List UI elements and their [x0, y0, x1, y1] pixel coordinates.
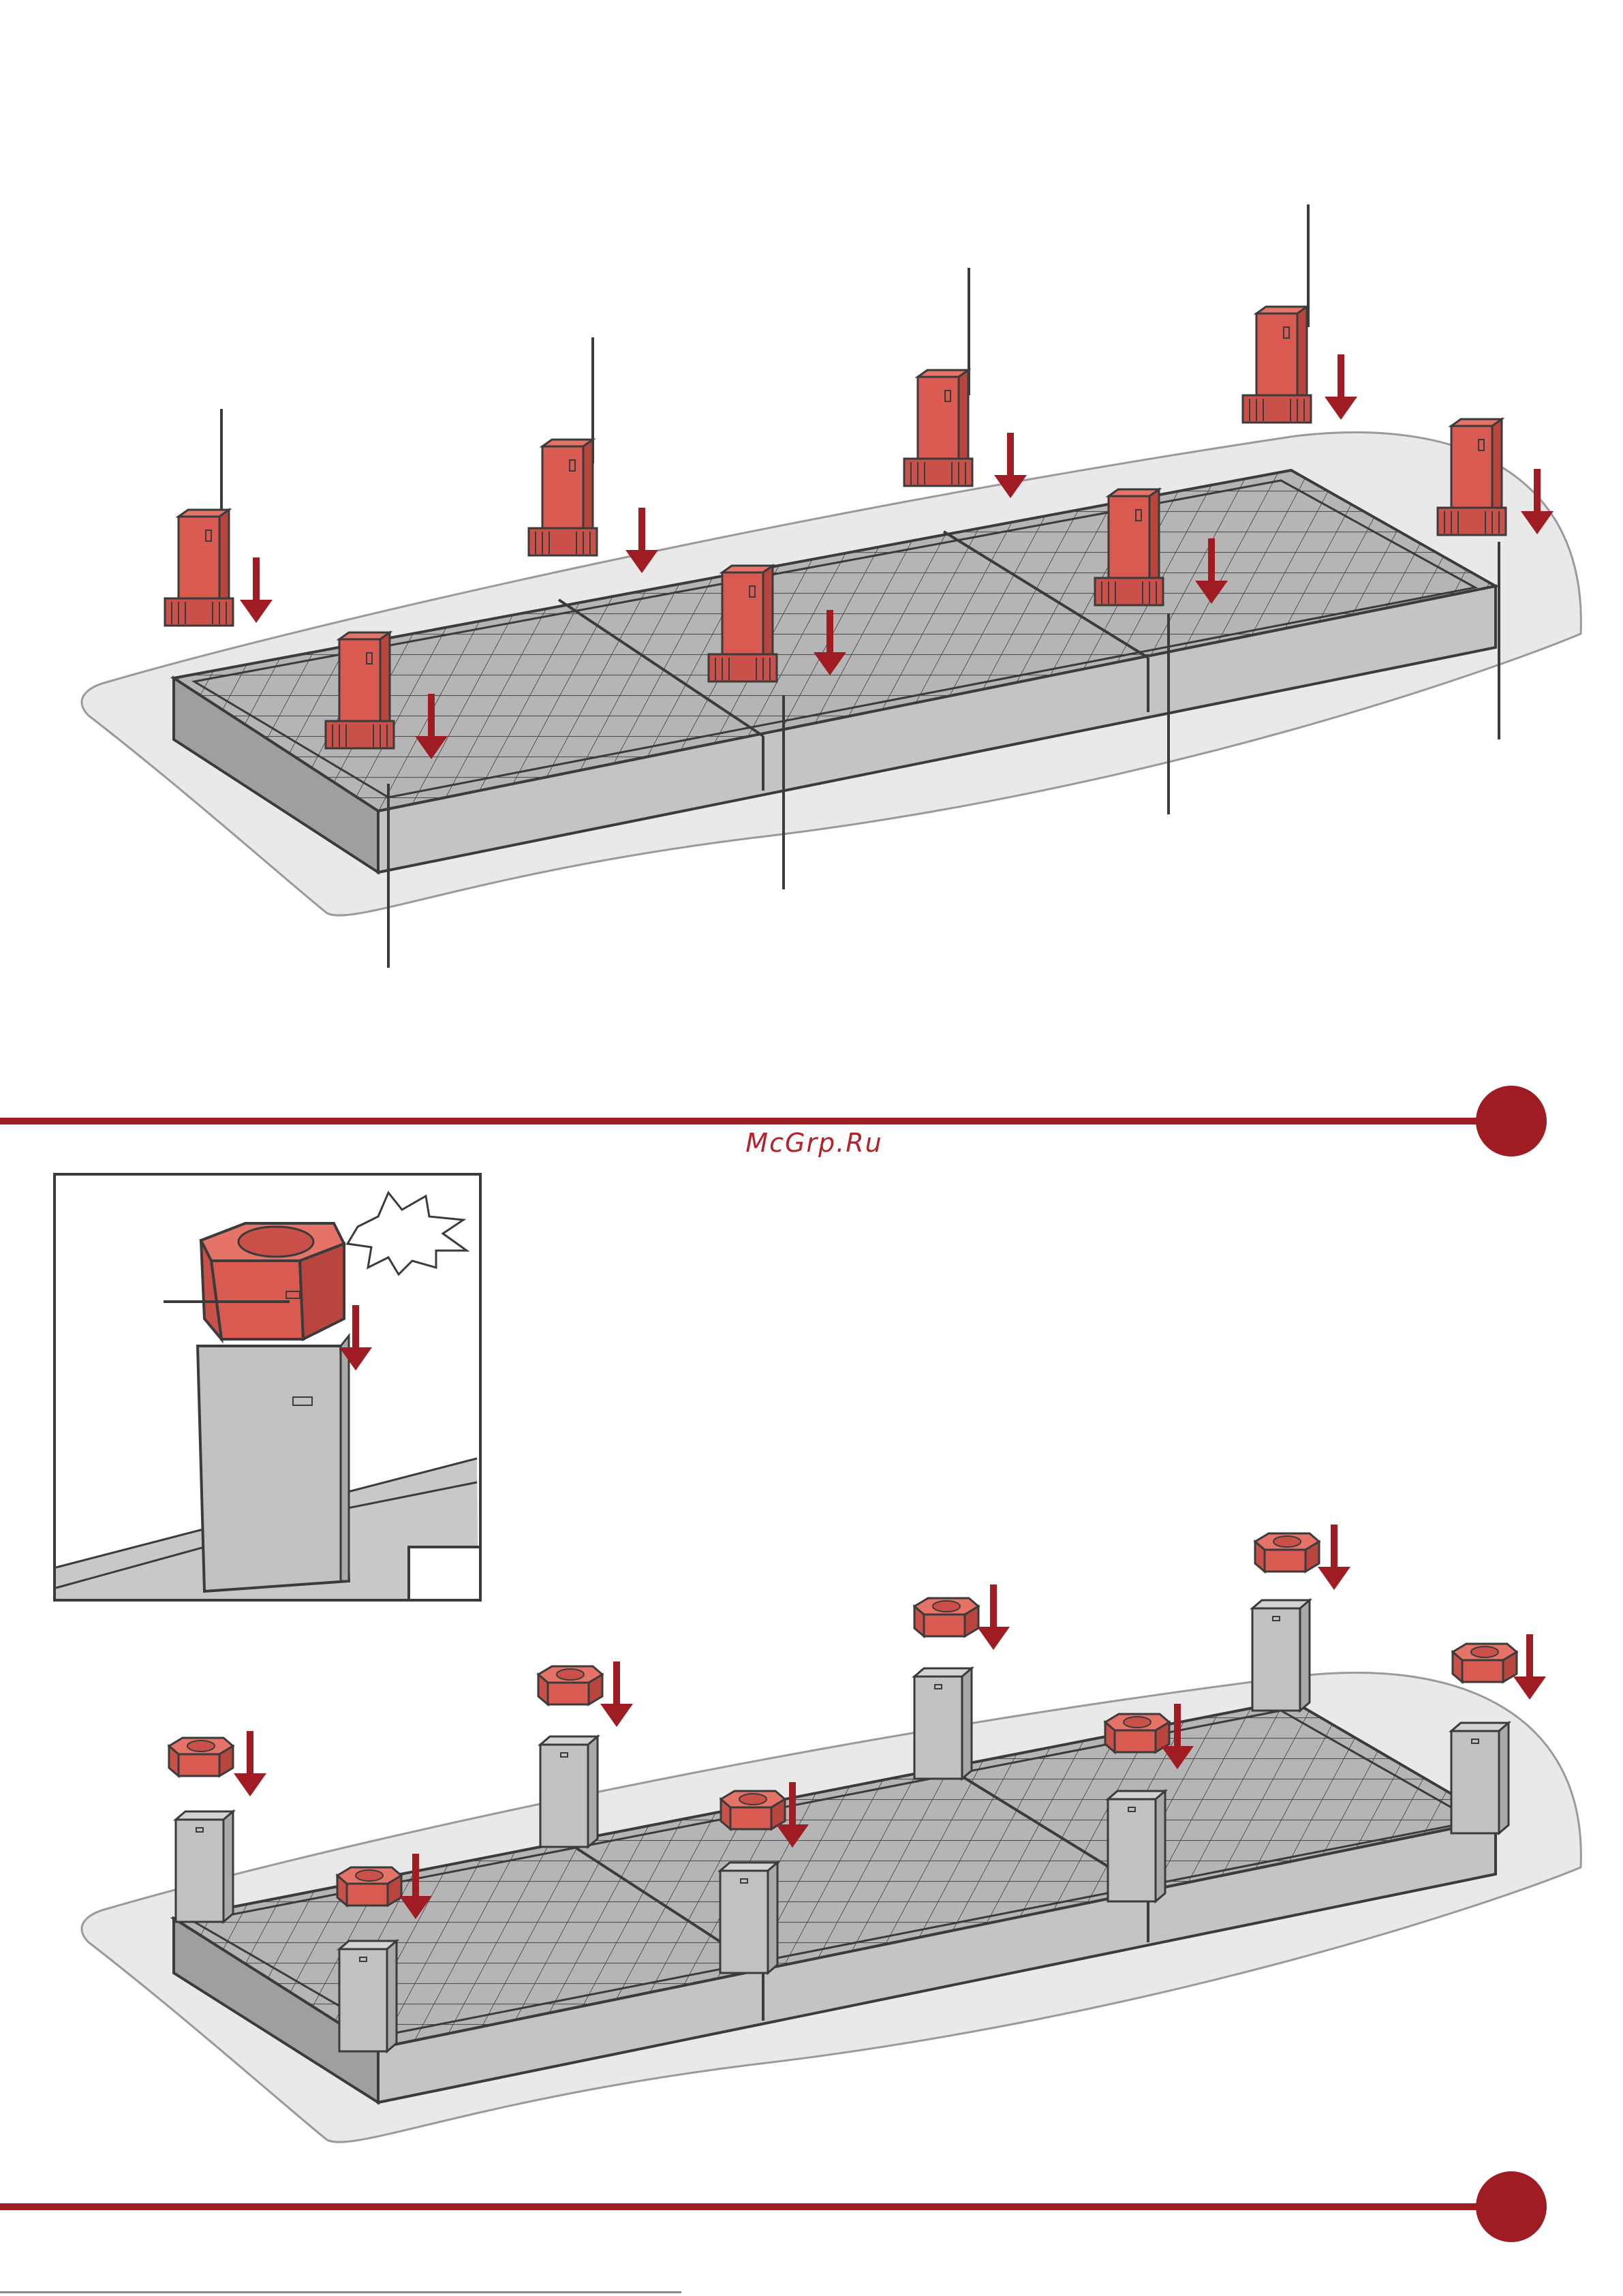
detail-inset [55, 1174, 480, 1600]
red-cap-8 [1453, 1644, 1517, 1682]
grey-post-7 [1108, 1791, 1165, 1901]
red-cap-1 [169, 1738, 233, 1776]
grey-post-1 [176, 1811, 233, 1922]
down-arrow-icon [977, 1585, 1010, 1650]
red-cap-2 [538, 1666, 602, 1704]
grey-post-5 [339, 1941, 397, 2051]
step-upper-illustration [82, 204, 1581, 968]
grey-post-8 [1451, 1723, 1509, 1833]
down-arrow-icon [240, 557, 273, 623]
step-marker-circle [1476, 1086, 1547, 1157]
step-marker-circle [1476, 2171, 1547, 2242]
down-arrow-icon [1325, 354, 1357, 420]
red-cap-4 [1255, 1533, 1319, 1572]
footer-rule [0, 2291, 681, 2293]
step-lower-illustration [82, 1525, 1581, 2142]
red-cap-3 [914, 1598, 978, 1636]
grey-post-3 [914, 1668, 972, 1779]
down-arrow-icon [1513, 1634, 1546, 1700]
red-leg-3 [904, 370, 972, 486]
watermark-text: McGrp.Ru [722, 1128, 906, 1158]
red-cap-7 [1105, 1714, 1169, 1752]
red-cap-6 [721, 1791, 785, 1829]
inset-red-cap [201, 1223, 344, 1339]
grey-post-2 [540, 1736, 598, 1847]
red-leg-4 [1243, 307, 1311, 423]
down-arrow-icon [234, 1731, 266, 1796]
grey-post-4 [1252, 1600, 1310, 1711]
red-cap-5 [337, 1867, 401, 1905]
inset-corner-box [409, 1547, 480, 1600]
down-arrow-icon [600, 1662, 633, 1727]
down-arrow-icon [1318, 1525, 1350, 1590]
grey-post-6 [720, 1863, 777, 1973]
step-divider-lower [0, 2171, 1547, 2242]
red-leg-1 [165, 510, 233, 626]
red-leg-2 [529, 440, 597, 555]
